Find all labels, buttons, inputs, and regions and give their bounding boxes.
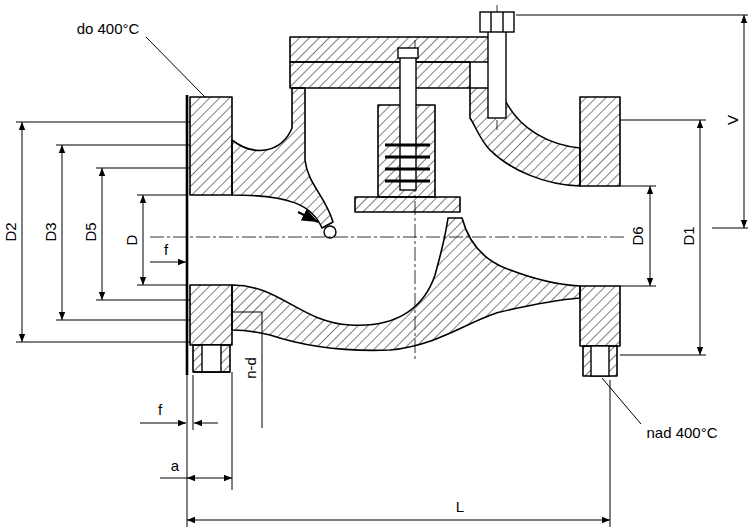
leader-line xyxy=(146,37,205,97)
center-lines xyxy=(150,5,624,362)
extension-line xyxy=(16,342,190,343)
dimension-lines xyxy=(16,15,748,527)
inlet-flange xyxy=(190,97,232,195)
bolt-nut xyxy=(502,12,503,32)
dimension-label: D3 xyxy=(42,220,59,243)
dimension-label: D1 xyxy=(680,224,697,247)
extension-line xyxy=(232,372,233,490)
dimension-line xyxy=(143,195,144,285)
dimension-label: V xyxy=(724,113,741,127)
flange-bolt-area xyxy=(193,345,230,372)
stem-ring xyxy=(385,144,430,147)
leader-line xyxy=(262,312,263,428)
extension-line xyxy=(620,355,706,356)
dimension-label: nad 400°C xyxy=(644,424,719,441)
extension-line xyxy=(187,375,188,527)
dimension-line xyxy=(744,15,745,228)
inlet-flange xyxy=(190,285,232,345)
flow-arrow xyxy=(298,212,318,222)
extension-line xyxy=(610,380,611,527)
leader-line xyxy=(602,378,641,424)
bonnet-cover xyxy=(290,62,470,88)
flange-face xyxy=(186,95,189,375)
dimension-label: a xyxy=(169,457,181,474)
dimension-label: L xyxy=(454,498,466,515)
stem-nut xyxy=(398,48,418,58)
dimension-label: D2 xyxy=(2,220,19,243)
extension-line xyxy=(620,186,656,187)
body-wall xyxy=(470,88,580,186)
extension-line xyxy=(137,285,187,286)
extension-line xyxy=(620,120,706,121)
extension-line xyxy=(96,168,190,169)
bolt-nut xyxy=(490,12,491,32)
valve-body xyxy=(190,37,620,376)
dimension-arrow xyxy=(194,423,218,424)
stem-ring xyxy=(385,156,430,159)
extension-line xyxy=(193,375,194,430)
dimension-line xyxy=(700,120,701,355)
leader-line xyxy=(232,312,262,313)
dimension-label: D5 xyxy=(82,220,99,243)
dimension-label: f xyxy=(156,401,164,418)
bonnet-bolt xyxy=(488,30,506,118)
dimension-line xyxy=(22,122,23,342)
extension-line xyxy=(56,320,190,321)
extension-line xyxy=(96,300,190,301)
bolt-hole xyxy=(591,346,609,376)
dimension-label: D6 xyxy=(629,224,646,247)
extension-line xyxy=(16,122,190,123)
seat-ring xyxy=(324,226,336,238)
body-wall xyxy=(232,218,580,350)
stem-ring xyxy=(385,168,430,171)
bolt-nut xyxy=(480,12,514,32)
dimension-line xyxy=(102,168,103,300)
bonnet-cover xyxy=(290,37,505,62)
center-line xyxy=(150,237,624,238)
flange-bolt-area xyxy=(583,346,617,376)
stem-ring xyxy=(385,180,430,183)
dimension-arrow xyxy=(150,262,186,263)
valve-disc xyxy=(355,197,460,212)
extension-line xyxy=(516,15,748,16)
dimension-label: f xyxy=(162,241,170,258)
flange-edge xyxy=(193,371,230,372)
bolt-hole xyxy=(202,345,221,372)
dimension-line xyxy=(160,478,187,479)
dimension-line xyxy=(650,186,651,286)
dimension-arrow xyxy=(140,423,186,424)
outlet-flange xyxy=(580,286,620,346)
dimension-line xyxy=(187,520,610,521)
extension-line xyxy=(137,195,187,196)
dimension-line xyxy=(187,478,232,479)
dimension-line xyxy=(62,145,63,320)
body-wall xyxy=(232,88,333,228)
outlet-flange xyxy=(580,97,620,186)
extension-line xyxy=(712,228,748,229)
extension-line xyxy=(56,145,190,146)
valve-details xyxy=(187,12,609,376)
dimension-label: do 400°C xyxy=(75,20,142,37)
dimension-label: D xyxy=(123,233,140,248)
extension-line xyxy=(620,286,656,287)
dimension-label: n-d xyxy=(242,355,259,381)
